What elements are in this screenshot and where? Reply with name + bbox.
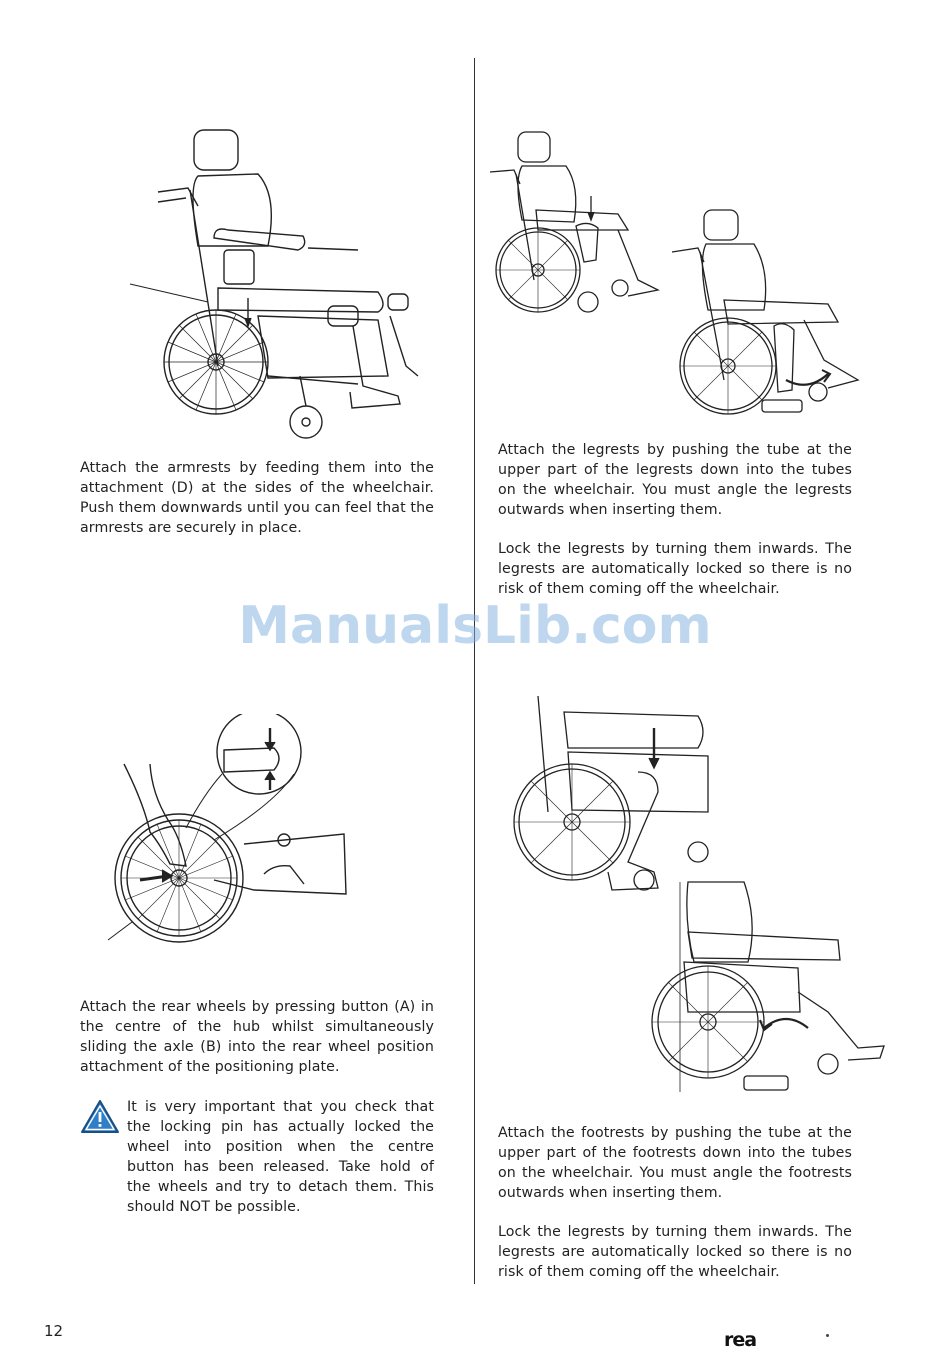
legrest-illustration xyxy=(488,130,868,430)
brand-logo: rea xyxy=(724,1329,757,1351)
legrests-text-1: Attach the legrests by pushing the tube … xyxy=(498,442,852,518)
column-divider xyxy=(474,58,475,1284)
legrests-text-2: Lock the legrests by turning them inward… xyxy=(498,541,852,597)
logo-dot xyxy=(826,1334,829,1337)
rear-wheels-text: Attach the rear wheels by pressing butto… xyxy=(80,999,434,1075)
footrests-text-2: Lock the legrests by turning them inward… xyxy=(498,1224,852,1280)
footrest-illustration xyxy=(508,692,888,1102)
page-number: 12 xyxy=(44,1322,64,1340)
footrests-text-1: Attach the footrests by pushing the tube… xyxy=(498,1125,852,1201)
rear-wheels-warning: It is very important that you check that… xyxy=(127,1099,434,1215)
rear-wheel-illustration xyxy=(104,714,350,970)
armrests-text: Attach the armrests by feeding them into… xyxy=(80,460,434,536)
armrest-illustration xyxy=(128,126,438,446)
warning-triangle-icon xyxy=(80,1099,120,1135)
watermark: ManualsLib.com xyxy=(238,596,712,656)
